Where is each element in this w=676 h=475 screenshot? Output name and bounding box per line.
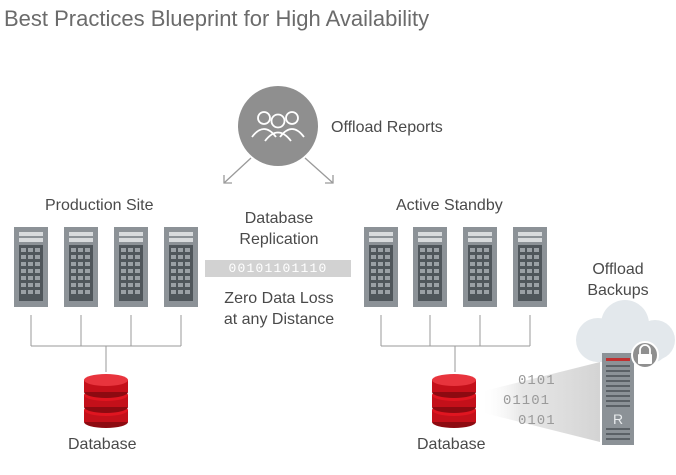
zero-data-loss-label: Zero Data Loss at any Distance	[212, 288, 346, 330]
backup-bits-row-1: 0101	[518, 373, 556, 389]
offload-backups-label: Offload Backups	[578, 259, 658, 301]
server-icon	[164, 227, 198, 307]
binary-stream: 00101101110	[205, 260, 351, 277]
zero-loss-line-1: Zero Data Loss	[224, 290, 334, 307]
backup-bits-row-2: 01101	[503, 393, 551, 409]
server-icon	[14, 227, 48, 307]
server-icon	[513, 227, 547, 307]
production-site-label: Production Site	[45, 197, 154, 214]
replication-label: Database Replication	[217, 208, 341, 250]
report-arrows	[223, 157, 334, 184]
production-connectors	[30, 315, 182, 372]
server-icon	[463, 227, 497, 307]
server-icon	[64, 227, 98, 307]
active-standby-label: Active Standby	[396, 197, 503, 214]
offload-reports-label: Offload Reports	[331, 119, 443, 136]
offload-reports-circle	[238, 86, 318, 166]
database-icon	[432, 374, 476, 428]
server-icon	[413, 227, 447, 307]
backup-appliance-icon: R	[602, 353, 634, 445]
lock-icon	[631, 341, 659, 369]
offload-backups-line-2: Backups	[587, 282, 649, 299]
users-icon	[251, 111, 305, 142]
appliance-letter: R	[613, 411, 623, 427]
database-right-label: Database	[417, 436, 486, 453]
replication-line-1: Database	[244, 210, 314, 227]
replication-line-2: Replication	[239, 231, 319, 248]
backup-stream	[480, 362, 600, 442]
backup-bits-row-3: 0101	[518, 413, 556, 429]
offload-backups-line-1: Offload	[592, 261, 644, 278]
production-servers	[14, 227, 198, 307]
server-icon	[114, 227, 148, 307]
server-icon	[364, 227, 398, 307]
standby-connectors	[380, 315, 531, 372]
cloud-icon	[576, 300, 675, 362]
standby-servers	[364, 227, 547, 307]
database-left-label: Database	[68, 436, 137, 453]
page-title: Best Practices Blueprint for High Availa…	[4, 6, 430, 31]
database-icon	[84, 374, 128, 428]
zero-loss-line-2: at any Distance	[223, 311, 335, 328]
